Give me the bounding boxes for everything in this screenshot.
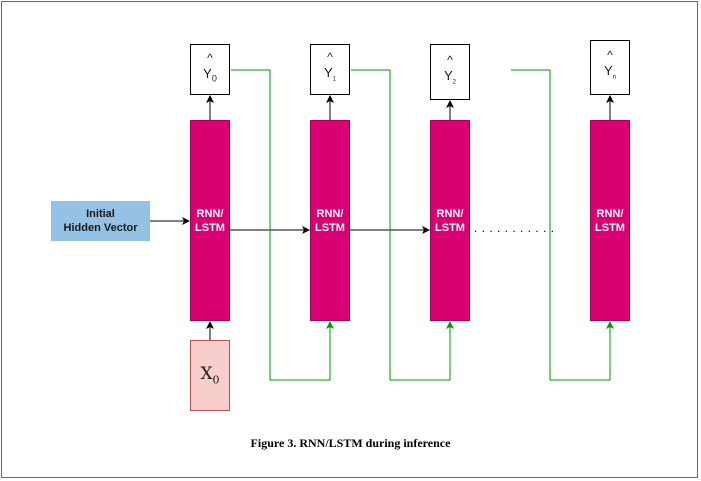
output-y2: ^ Y2 xyxy=(430,44,470,100)
output-symbol: Y2 xyxy=(443,67,456,86)
output-symbol: Y0 xyxy=(203,66,217,84)
continuation-ellipsis: . . . . . . . . . . . xyxy=(474,221,555,235)
rnn-lstm-cell-1: RNN/ LSTM xyxy=(310,120,350,321)
hat-symbol: ^ xyxy=(327,50,333,65)
hat-symbol: ^ xyxy=(207,51,213,66)
output-symbol: Yn xyxy=(603,63,616,81)
y1-feedback-arrow xyxy=(351,69,454,381)
cell-label-line2: LSTM xyxy=(195,221,225,234)
output-symbol: Y1 xyxy=(323,65,336,83)
hat-symbol: ^ xyxy=(447,52,453,67)
input-x0: X0 xyxy=(190,340,230,411)
output-yn: ^ Yn xyxy=(590,40,630,95)
hat-symbol: ^ xyxy=(607,48,613,63)
cell-label-line2: LSTM xyxy=(315,221,345,234)
cell-label-line1: RNN/ xyxy=(196,207,224,220)
rnn-lstm-cell-0: RNN/ LSTM xyxy=(190,120,230,321)
figure-caption: Figure 3. RNN/LSTM during inference xyxy=(250,436,451,450)
cell-label-line2: LSTM xyxy=(595,221,625,234)
cell-label-line1: RNN/ xyxy=(596,207,624,220)
hidden-vector-label-line2: Hidden Vector xyxy=(63,222,138,234)
hidden-vector-label-line1: Initial xyxy=(86,208,115,220)
rnn-lstm-cell-2: RNN/ LSTM xyxy=(430,120,470,321)
y0-feedback-arrow xyxy=(231,69,334,381)
output-y1: ^ Y1 xyxy=(310,44,350,95)
input-symbol: X0 xyxy=(200,364,220,387)
rnn-lstm-cell-n: RNN/ LSTM xyxy=(590,120,630,321)
cell-label-line1: RNN/ xyxy=(436,207,464,220)
cell-label-line1: RNN/ xyxy=(316,207,344,220)
initial-hidden-vector: Initial Hidden Vector xyxy=(51,201,150,241)
output-y0: ^ Y0 xyxy=(190,44,230,95)
cell-label-line2: LSTM xyxy=(435,221,465,234)
y-prev-feedback-arrow xyxy=(511,69,614,381)
